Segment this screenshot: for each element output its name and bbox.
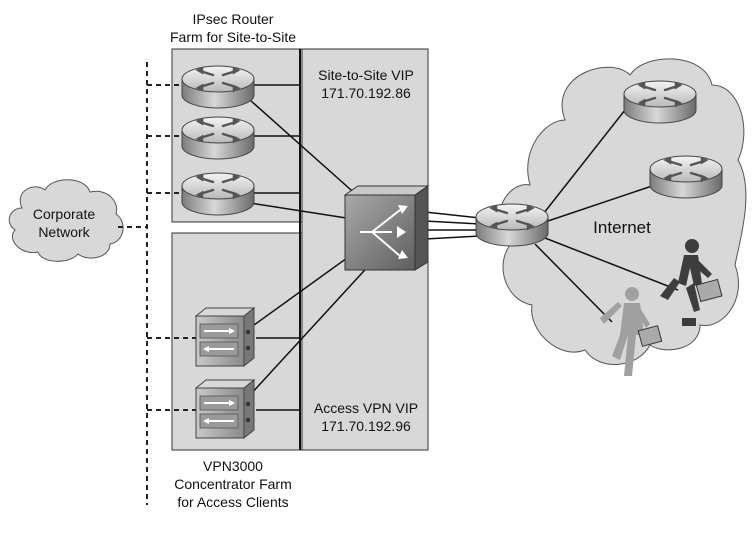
corporate-cloud-icon	[8, 179, 124, 262]
router-farm-label-line1: IPsec Router	[193, 11, 274, 27]
concentrator-farm-label-line1: VPN3000	[203, 458, 263, 474]
ipsec-router-2-icon	[180, 115, 256, 161]
edge-router-icon	[474, 202, 550, 248]
concentrator2-to-switch-link	[249, 247, 386, 396]
internet-label: Internet	[593, 218, 651, 237]
internet-link-person-a	[544, 237, 679, 291]
internet-router-b-icon	[648, 154, 724, 200]
trunk-link-1	[424, 211, 481, 219]
vpn-concentrator-2-icon	[195, 379, 255, 439]
concentrator-farm-label-line2: Concentrator Farm	[174, 476, 291, 492]
trunk-link-4	[424, 235, 481, 240]
access-vip-label-line1: Access VPN VIP	[314, 400, 418, 416]
internet-link-router-b	[544, 184, 656, 223]
internet-router-a-icon	[622, 79, 698, 125]
vpn-concentrator-1-icon	[195, 307, 255, 367]
concentrator-farm-label-line3: for Access Clients	[177, 494, 288, 510]
corporate-network-label-line2: Network	[38, 224, 90, 240]
trunk-link-2	[424, 220, 481, 225]
internet-link-router-a	[539, 109, 626, 219]
internet-link-person-b	[534, 243, 613, 323]
remote-user-woman-icon	[600, 287, 663, 376]
remote-user-man-icon	[660, 239, 723, 326]
ipsec-router-3-icon	[180, 171, 256, 217]
corporate-network-label-line1: Corporate	[33, 206, 95, 222]
access-vip-address: 171.70.192.96	[321, 418, 411, 434]
router-farm-label-line2: Farm for Site-to-Site	[170, 29, 296, 45]
site-vip-label-line1: Site-to-Site VIP	[318, 67, 414, 83]
load-balancer-switch-icon	[343, 185, 430, 271]
site-vip-address: 171.70.192.86	[321, 85, 411, 101]
ipsec-router-1-icon	[180, 64, 256, 110]
